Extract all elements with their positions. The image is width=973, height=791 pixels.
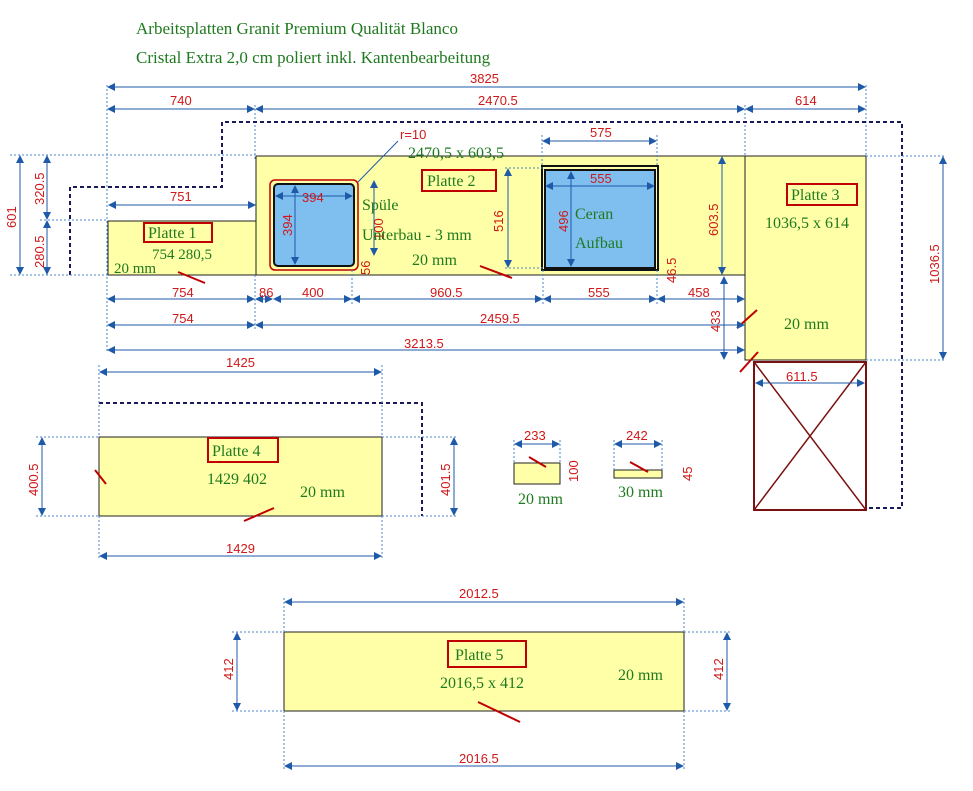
seam-4a [94,469,107,485]
platte-3-label: Platte 3 [791,187,839,204]
dim-left-lower: 280.5 [32,235,47,268]
sink-width: 394 [302,190,324,205]
platte-4-label: Platte 4 [212,443,260,460]
platte-5-bottom: 2016.5 [459,751,499,766]
platte-3-label-box [786,183,858,206]
cabinet-box [753,361,867,511]
strip-1-thickness: 20 mm [518,491,563,508]
platte-3-side: 433 [708,310,723,332]
row-dimensions: 754 86 400 960.5 555 458 754 2459.5 3213… [107,270,745,354]
top-dimensions: 3825 740 2470.5 614 [106,71,867,360]
radius-note: r=10 [400,127,426,142]
platte-5-slab [283,631,685,712]
row1-d: 960.5 [430,285,463,300]
platte-2-label-box [421,169,497,192]
platte-1-thickness: 20 mm [114,261,156,277]
strip-2-thickness: 30 mm [618,484,663,501]
platte-3-lower-width: 611.5 [786,369,818,384]
dim-overall: 3825 [470,71,499,86]
platte-1-label: Platte 1 [148,225,196,242]
sink-outer [269,179,359,271]
sink-label-2: Unterbau - 3 mm [362,227,472,244]
seam-1 [177,271,206,284]
dim-top-middle: 2470.5 [478,93,518,108]
platte-5-top: 2012.5 [459,586,499,601]
dim-top-left: 740 [170,93,192,108]
platte-4-right: 401.5 [438,463,453,496]
platte-4-left: 400.5 [26,463,41,496]
cooktop-label-2: Aufbau [575,235,623,252]
platte-4-thickness: 20 mm [300,484,345,501]
platte-4-size: 1429 402 [207,471,267,488]
platte-2-size: 2470,5 x 603,5 [408,145,504,162]
platte-1-slab [107,220,257,276]
row1-e: 555 [588,285,610,300]
platte-3-slab [744,155,867,361]
seam-5 [477,701,521,723]
platte-5-size: 2016,5 x 412 [440,675,524,692]
platte-5-thickness: 20 mm [618,667,663,684]
platte-2-inner: 516 [491,210,506,232]
row1-f: 458 [688,285,710,300]
platte-5-label-box [447,640,527,668]
seam-strip-2 [629,461,649,473]
cooktop-inner-width: 555 [590,171,612,186]
platte-4-slab [98,436,383,517]
strip-2-slab [613,469,663,479]
sink-depth-offset: 100 [371,218,386,240]
title-line-2: Cristal Extra 2,0 cm poliert inkl. Kante… [136,48,491,67]
dim-left-upper: 320.5 [32,172,47,205]
seam-4b [243,507,275,522]
seam-3b [739,351,759,373]
cooktop-outer [541,165,659,271]
platte-3-height: 1036.5 [927,244,942,284]
strip-1-slab [513,462,561,485]
sink-bottom-offset: 56 [358,261,373,275]
dim-top-right: 614 [795,93,817,108]
sink-label-1: Spüle [362,197,398,214]
platte-5-label: Platte 5 [455,647,503,664]
row1-b: 86 [259,285,273,300]
cooktop-outer-width: 575 [590,125,612,140]
row2-b: 2459.5 [480,311,520,326]
platte-2-thickness: 20 mm [412,252,457,269]
wall-outline [69,121,903,509]
sink-height: 394 [280,214,295,236]
strip-1-width: 233 [524,428,546,443]
row2-a: 754 [172,311,194,326]
platte-5-left: 412 [221,658,236,680]
platte-4-outline [99,402,423,516]
row1-a: 754 [172,285,194,300]
platte-5-right: 412 [711,658,726,680]
left-dimensions: 601 320.5 280.5 751 [4,154,256,276]
radius-leader [357,140,399,183]
dim-left-601: 601 [4,206,19,228]
cooktop-bottom-offset: 46.5 [664,258,679,283]
row3-total: 3213.5 [404,336,444,351]
dim-p1-width: 751 [170,189,192,204]
platte-1-size: 754 280,5 [152,247,212,263]
row1-c: 400 [302,285,324,300]
cooktop-height: 496 [556,210,571,232]
platte-1-label-box [143,222,213,243]
strip-2-width: 242 [626,428,648,443]
strip-1-height: 100 [566,460,581,482]
seam-2 [479,265,513,279]
platte-4-top: 1425 [226,355,255,370]
cooktop-label-1: Ceran [575,206,613,223]
platte-4-bottom: 1429 [226,541,255,556]
platte-2-label: Platte 2 [427,173,475,190]
platte-3-size: 1036,5 x 614 [765,215,849,232]
strip-2-height: 45 [680,467,695,481]
platte-3-thickness: 20 mm [784,316,829,333]
platte-2-height: 603.5 [706,203,721,236]
title-line-1: Arbeitsplatten Granit Premium Qualität B… [136,19,458,38]
seam-strip-1 [528,456,547,468]
platte-4-label-box [207,437,279,463]
